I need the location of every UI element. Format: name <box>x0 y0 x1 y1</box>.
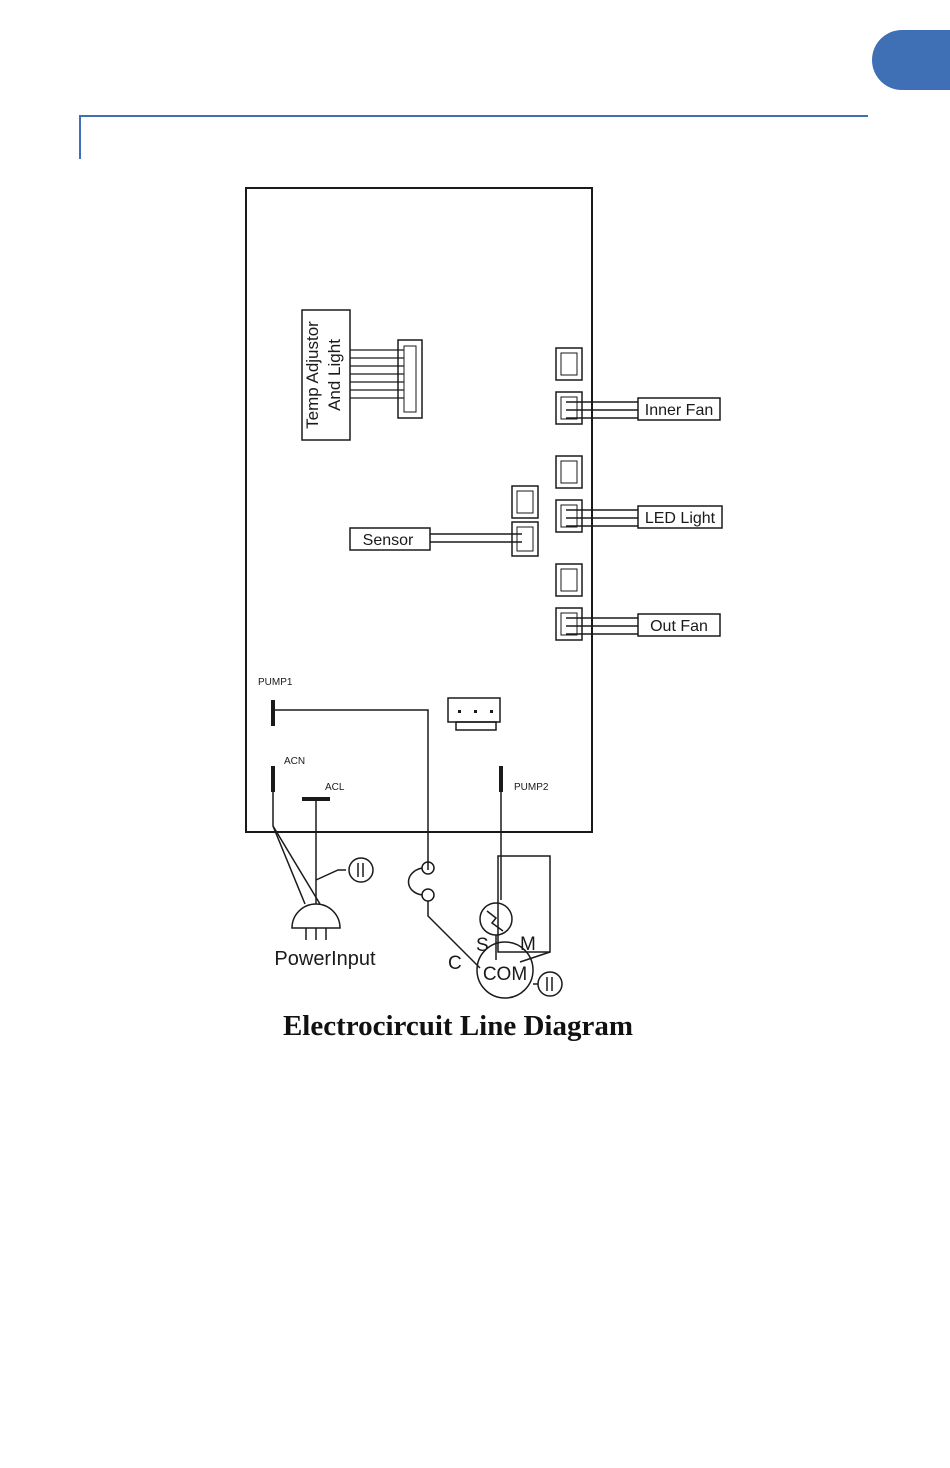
compressor-wiring: C S M COM <box>409 856 563 998</box>
acn-label: ACN <box>284 756 305 767</box>
out-fan-label: Out Fan <box>650 618 708 635</box>
out-fan-block: Out Fan <box>566 614 720 636</box>
power-input-plug: PowerInput <box>273 792 376 970</box>
sensor-block: Sensor <box>350 528 522 550</box>
acn-terminal: ACN <box>271 756 305 792</box>
temp-adjustor-connector <box>398 340 422 418</box>
connector-column <box>512 348 582 640</box>
pump1-label: PUMP1 <box>258 677 293 688</box>
pump2-label: PUMP2 <box>514 782 549 793</box>
pump1-terminal: PUMP1 <box>258 677 428 870</box>
c-label: C <box>448 953 462 974</box>
s-label: S <box>476 935 489 956</box>
sensor-label: Sensor <box>363 532 414 549</box>
capacitor-terminal-bottom <box>422 889 434 901</box>
led-light-block: LED Light <box>566 506 722 528</box>
temp-adjustor-label: Temp Adjustor <box>303 321 322 429</box>
m-label: M <box>520 934 536 955</box>
diagram-caption: Electrocircuit Line Diagram <box>283 1010 633 1042</box>
temp-adjustor-block: Temp Adjustor And Light <box>302 310 422 440</box>
inner-fan-label: Inner Fan <box>645 402 713 419</box>
and-light-label: And Light <box>325 339 344 411</box>
control-board <box>246 188 592 832</box>
acl-terminal: ACL <box>302 782 345 801</box>
com-label: COM <box>483 964 527 985</box>
inner-fan-block: Inner Fan <box>566 398 720 420</box>
pump2-terminal: PUMP2 <box>499 766 549 856</box>
relay-block <box>448 698 500 730</box>
power-input-label: PowerInput <box>274 948 376 970</box>
acl-label: ACL <box>325 782 345 793</box>
led-light-label: LED Light <box>645 510 716 527</box>
